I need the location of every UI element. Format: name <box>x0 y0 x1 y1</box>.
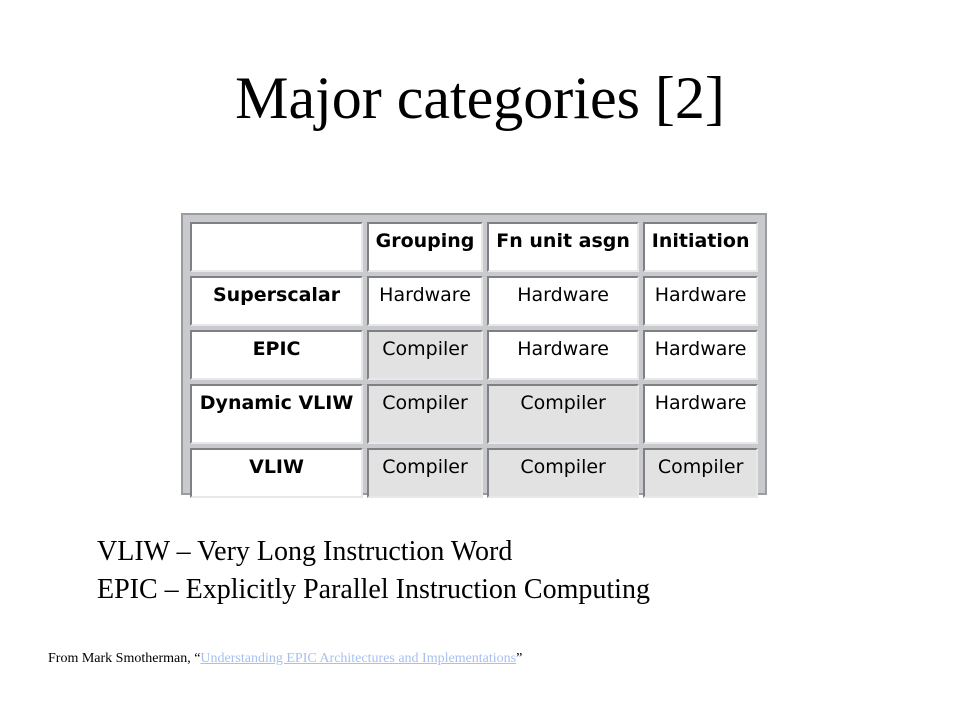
row-label-dynamic-vliw: Dynamic VLIW <box>190 384 364 444</box>
source-link[interactable]: Understanding EPIC Architectures and Imp… <box>200 651 517 666</box>
table-cell: Compiler <box>367 330 483 380</box>
table-cell: Hardware <box>486 276 640 326</box>
slide-title: Major categories [2] <box>235 65 725 131</box>
definition-vliw: VLIW – Very Long Instruction Word <box>97 536 513 567</box>
row-label-epic: EPIC <box>190 330 364 380</box>
categories-table-frame: Grouping Fn unit asgn Initiation Supersc… <box>181 213 767 498</box>
header-initiation: Initiation <box>643 222 758 272</box>
table-cell: Compiler <box>367 384 483 444</box>
table-cell: Hardware <box>486 330 640 380</box>
table-cell: Compiler <box>486 384 640 444</box>
table-cell: Hardware <box>367 276 483 326</box>
source-credit: From Mark Smotherman, “Understanding EPI… <box>48 651 522 667</box>
table-row: Superscalar Hardware Hardware Hardware <box>190 276 758 326</box>
table-row: EPIC Compiler Hardware Hardware <box>190 330 758 380</box>
table-row: Dynamic VLIW Compiler Compiler Hardware <box>190 384 758 444</box>
table-cell: Compiler <box>486 448 640 498</box>
categories-table: Grouping Fn unit asgn Initiation Supersc… <box>186 218 762 502</box>
definitions-block: VLIW – Very Long Instruction Word EPIC –… <box>97 533 650 609</box>
table-cell: Hardware <box>643 330 758 380</box>
table-row: VLIW Compiler Compiler Compiler <box>190 448 758 498</box>
table-cell: Hardware <box>643 384 758 444</box>
header-grouping: Grouping <box>367 222 483 272</box>
table-cell: Compiler <box>367 448 483 498</box>
table-header-row: Grouping Fn unit asgn Initiation <box>190 222 758 272</box>
table-cell: Compiler <box>643 448 758 498</box>
credit-suffix: ” <box>516 651 523 666</box>
table-cell: Hardware <box>643 276 758 326</box>
definition-epic: EPIC – Explicitly Parallel Instruction C… <box>97 574 650 605</box>
row-label-superscalar: Superscalar <box>190 276 364 326</box>
header-fn-unit-asgn: Fn unit asgn <box>486 222 640 272</box>
row-label-vliw: VLIW <box>190 448 364 498</box>
header-corner-cell <box>190 222 364 272</box>
credit-prefix: From Mark Smotherman, “ <box>48 651 201 666</box>
